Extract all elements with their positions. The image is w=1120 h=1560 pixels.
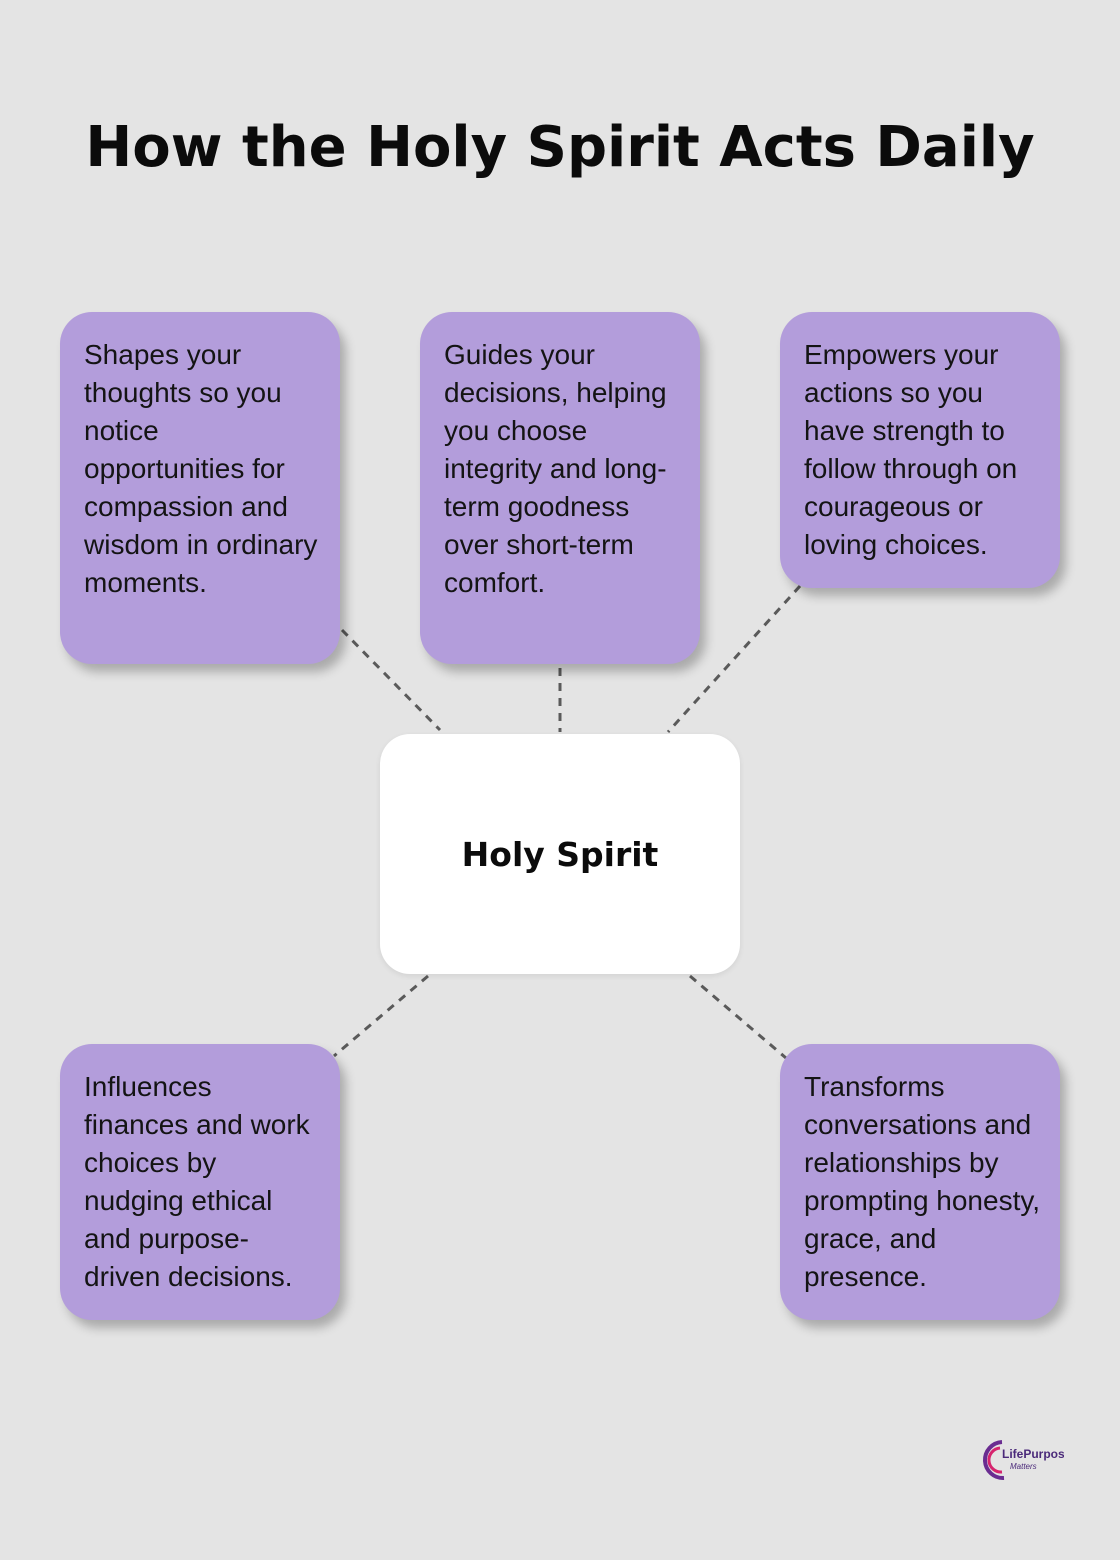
connector-bottom-right [689,974,787,1060]
center-node-label: Holy Spirit [461,834,659,874]
connector-bottom-left [333,974,429,1058]
page-title: How the Holy Spirit Acts Daily [85,115,1035,180]
node-thoughts-text: Shapes your thoughts so you notice oppor… [84,339,318,598]
node-finances-text: Influences finances and work choices by … [84,1071,310,1292]
node-decisions: Guides your decisions, helping you choos… [420,312,700,664]
svg-text:LifePurpose: LifePurpose [1002,1447,1064,1461]
node-thoughts: Shapes your thoughts so you notice oppor… [60,312,340,664]
node-actions-text: Empowers your actions so you have streng… [804,339,1018,560]
node-actions: Empowers your actions so you have streng… [780,312,1060,588]
connector-top-right [666,584,802,734]
node-relationships-text: Transforms conversations and relationshi… [804,1071,1041,1292]
node-decisions-text: Guides your decisions, helping you choos… [444,339,667,598]
node-finances: Influences finances and work choices by … [60,1044,340,1320]
svg-text:Matters: Matters [1010,1462,1037,1471]
center-node: Holy Spirit [380,734,740,974]
brand-logo: LifePurpose Matters [982,1440,1064,1481]
node-relationships: Transforms conversations and relationshi… [780,1044,1060,1320]
